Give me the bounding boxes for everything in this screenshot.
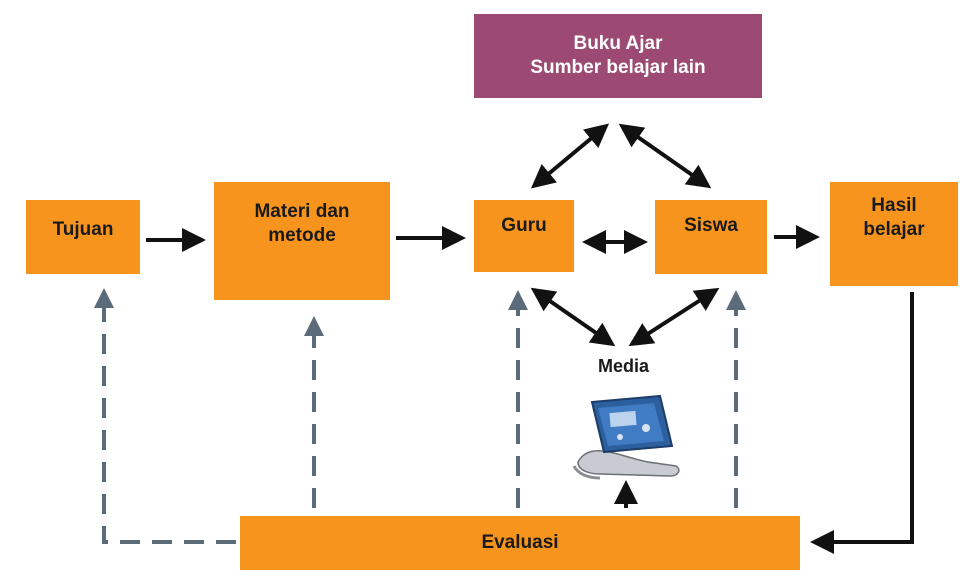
materi-line1: Materi dan [254, 201, 350, 222]
arrow-guru-buku [530, 123, 610, 189]
guru-box: Guru [474, 200, 574, 272]
arrow-hasil-to-evaluasi [810, 292, 914, 554]
materi-metode-box: Materi dan metode [214, 182, 390, 300]
hasil-belajar-box: Hasil belajar [830, 182, 958, 286]
evaluasi-label: Evaluasi [481, 532, 559, 553]
materi-line2: metode [268, 225, 336, 246]
dashed-arrow-evaluasi-to-tujuan [94, 288, 236, 544]
guru-label: Guru [501, 215, 547, 236]
siswa-label: Siswa [684, 215, 738, 236]
media-device-icon [572, 394, 680, 480]
buku-ajar-line2: Sumber belajar lain [530, 57, 706, 78]
buku-ajar-box: Buku Ajar Sumber belajar lain [474, 14, 762, 98]
hasil-line1: Hasil [871, 195, 917, 216]
tujuan-label: Tujuan [52, 219, 114, 240]
media-label: Media [598, 356, 650, 376]
hasil-line2: belajar [863, 219, 925, 240]
siswa-box: Siswa [655, 200, 767, 274]
evaluasi-box: Evaluasi [240, 516, 800, 570]
buku-ajar-line1: Buku Ajar [573, 33, 663, 54]
arrow-siswa-buku [618, 123, 712, 189]
tujuan-box: Tujuan [26, 200, 140, 274]
arrow-siswa-media [628, 287, 720, 347]
arrow-guru-media [530, 287, 616, 347]
